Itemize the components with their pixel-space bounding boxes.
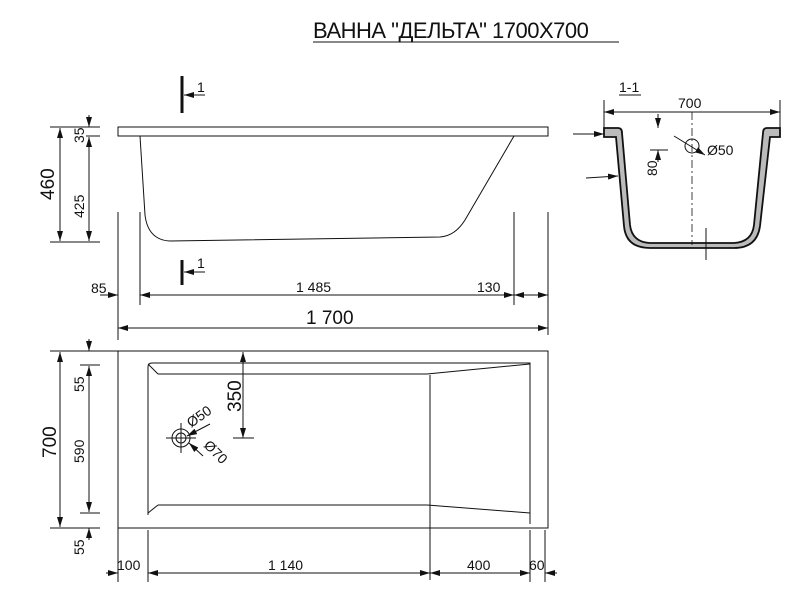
svg-text:1 140: 1 140	[268, 557, 303, 573]
side-view: 1 1 460 35 425 85 1 485 130 1 700	[38, 76, 549, 340]
svg-text:100: 100	[117, 557, 141, 573]
svg-text:1 485: 1 485	[296, 279, 331, 295]
svg-text:350: 350	[225, 380, 246, 412]
svg-text:1-1: 1-1	[619, 79, 639, 95]
svg-text:700: 700	[40, 426, 61, 458]
svg-text:80: 80	[644, 160, 660, 176]
section-view: 1-1 700 Ø50 80	[573, 79, 781, 260]
svg-text:700: 700	[678, 95, 702, 111]
svg-text:1: 1	[197, 255, 205, 271]
svg-text:1: 1	[197, 79, 205, 95]
svg-text:400: 400	[467, 557, 491, 573]
svg-text:130: 130	[477, 279, 501, 295]
section-marker-bottom: 1	[180, 255, 205, 285]
height-body-label: 425	[71, 194, 87, 218]
height-rim-label: 35	[71, 127, 87, 143]
svg-text:ВАННА "ДЕЛЬТА" 1700Х700: ВАННА "ДЕЛЬТА" 1700Х700	[313, 18, 589, 43]
top-view: Ø50 Ø70 350 700 55 590 55 100 1 140 400 …	[40, 339, 557, 582]
svg-text:590: 590	[71, 439, 87, 463]
height-total-label: 460	[38, 168, 59, 200]
svg-text:Ø50: Ø50	[184, 402, 215, 430]
svg-text:60: 60	[529, 557, 545, 573]
svg-text:Ø70: Ø70	[201, 437, 231, 467]
svg-text:Ø50: Ø50	[707, 142, 734, 158]
section-marker-top: 1	[180, 76, 205, 113]
svg-text:1 700: 1 700	[306, 308, 354, 329]
drawing-title: ВАННА "ДЕЛЬТА" 1700Х700	[313, 18, 619, 43]
drain-symbol: Ø50 Ø70	[166, 402, 231, 467]
svg-text:55: 55	[71, 539, 87, 555]
svg-text:85: 85	[91, 280, 107, 296]
svg-text:55: 55	[71, 376, 87, 392]
